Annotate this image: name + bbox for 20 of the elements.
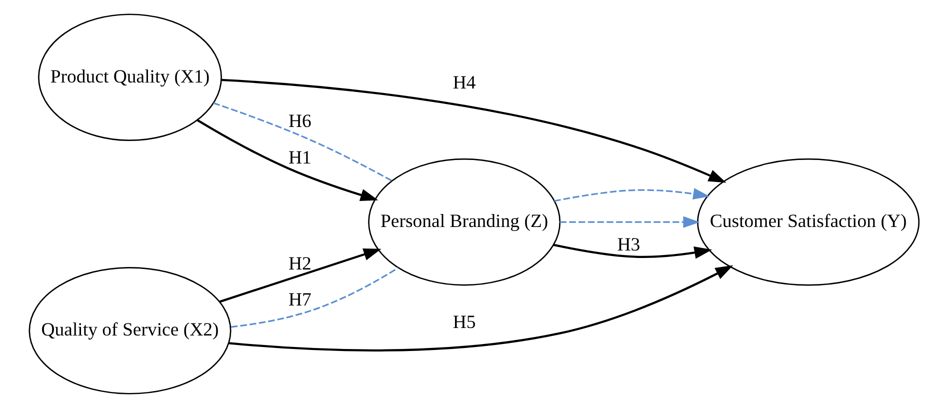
node-ellipse: Product Quality (X1) (38, 13, 222, 140)
edge-label: H3 (616, 234, 640, 256)
edge-label: H2 (288, 252, 311, 274)
arrow (559, 216, 700, 228)
arrow (228, 264, 733, 351)
edge-label: H5 (452, 312, 476, 333)
connector (230, 266, 398, 328)
arrow (554, 188, 710, 202)
arrow (552, 243, 712, 258)
node-ellipse: Personal Branding (Z) (368, 158, 560, 286)
connector (212, 102, 392, 182)
arrow (218, 248, 381, 302)
arrow (196, 118, 378, 201)
edge-label: H7 (288, 288, 311, 310)
arrow (220, 78, 726, 182)
node-ellipse: Quality of Service (X2) (28, 266, 231, 394)
node-ellipse: Customer Satisfaction (Y) (696, 158, 920, 286)
edge-label: H1 (288, 146, 311, 168)
edge-label: H6 (288, 110, 311, 132)
edge-label: H4 (452, 72, 476, 93)
